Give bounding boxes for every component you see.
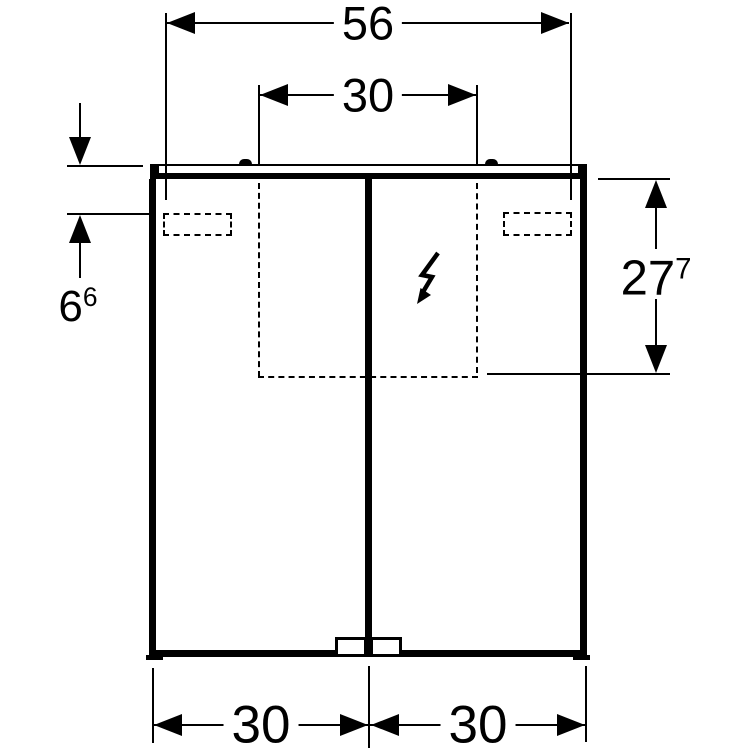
bottom-left-trim [146,655,163,660]
dim-doors-extension-left [152,668,154,743]
lightning-arrow-icon [417,251,440,304]
cabinet-right-wall [580,179,587,657]
dim-top-clearance-arrow-down [69,137,91,165]
dim-niche-width-arrow-left [260,84,288,106]
top-panel-lower-line [150,173,587,179]
dim-left-door-arrow-right [340,714,368,736]
dim-left-door-arrow-left [154,714,182,736]
dim-niche-height-arrow-down [645,345,667,373]
top-panel-right-cap [578,164,587,179]
dim-total-width-extension-right [570,13,572,200]
dim-label-niche-width: 30 [333,71,403,119]
dim-label-top-clearance: 66 [50,284,106,329]
dim-top-clearance-tick-upper [67,165,143,167]
dim-top-clearance-stem-upper [79,103,81,139]
dim-top-clearance-arrow-up [69,215,91,243]
dim-niche-height-tick-lower [487,373,670,375]
dim-niche-height-stem-upper [655,207,657,249]
niche-outline-bottom-edge [258,376,478,378]
right-door-handle [370,637,402,657]
hidden-detail-box-left [163,213,232,236]
niche-outline-right-edge [476,183,478,373]
dim-niche-width-extension-left [258,85,260,164]
dim-doors-extension-right [585,666,587,742]
cabinet-left-wall [149,179,156,657]
dim-niche-width-extension-right [476,85,478,164]
dim-doors-line [154,724,585,726]
dim-label-left-door-width: 30 [223,698,299,750]
top-panel-upper-line [150,164,587,166]
hidden-detail-box-right [503,212,572,236]
dim-niche-height-stem-lower [655,299,657,346]
cabinet-bottom-edge [149,650,587,657]
center-door-divider [365,179,372,657]
top-panel-left-cap [150,164,159,179]
mounting-clip-right [485,159,498,164]
dim-right-door-arrow-right [557,714,585,736]
dim-niche-width-arrow-right [448,84,476,106]
bottom-right-trim [573,655,590,660]
dim-right-door-arrow-left [371,714,399,736]
dim-top-clearance-tick-lower [67,213,150,215]
dim-label-total-width: 56 [333,0,403,47]
dim-total-width-extension-left [165,13,167,200]
mounting-clip-left [239,159,252,164]
dim-label-right-door-width: 30 [440,698,516,750]
dim-top-clearance-stem-lower [79,242,81,278]
dim-niche-height-tick-upper [598,178,670,180]
dim-niche-height-arrow-up [645,180,667,208]
dim-label-niche-height: 277 [612,254,700,304]
dim-total-width-arrow-left [167,12,195,34]
dim-total-width-arrow-right [541,12,569,34]
left-door-handle [335,637,367,657]
niche-outline-left-edge [258,183,260,377]
left-mirror-door [156,179,365,650]
dim-doors-extension-center [368,666,370,748]
